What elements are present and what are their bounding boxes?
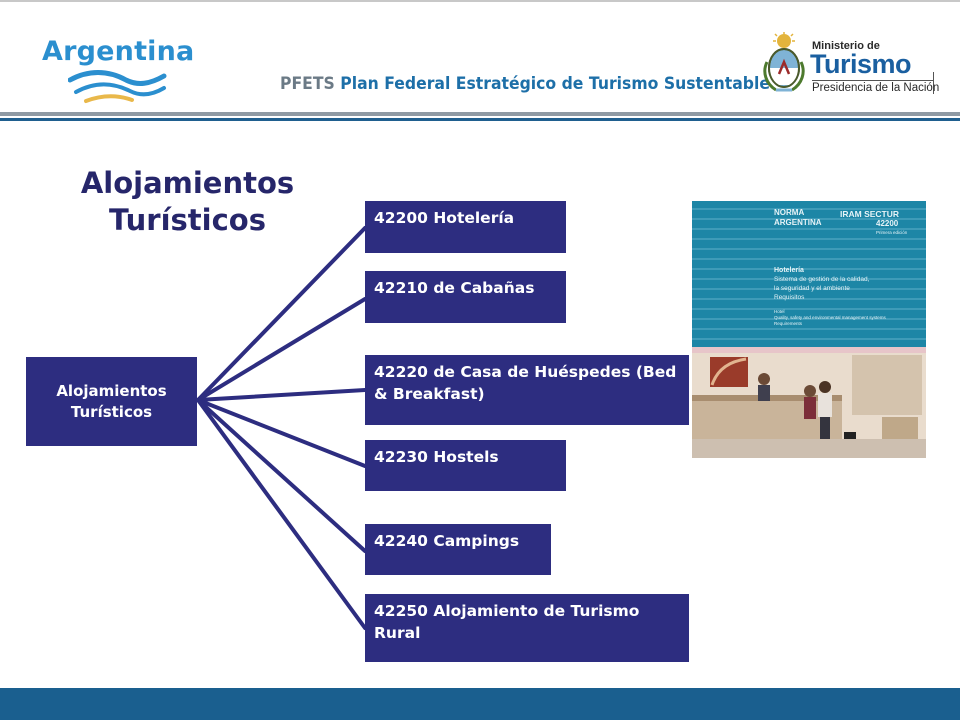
cover-en2: Quality, safety and environmental manage… bbox=[774, 315, 886, 320]
child-node-campings: 42240 Campings bbox=[365, 524, 551, 575]
slide-title-line2: Turísticos bbox=[109, 203, 266, 237]
cover-en1: Hotel bbox=[774, 309, 785, 314]
cover-edition: Primera edición bbox=[876, 230, 908, 235]
cover-sub3: Requisitos bbox=[774, 294, 805, 301]
child-node-bed-breakfast: 42220 de Casa de Huéspedes (Bed & Breakf… bbox=[365, 355, 689, 425]
program-name: Plan Federal Estratégico de Turismo Sust… bbox=[340, 74, 770, 94]
header-divider-blue bbox=[0, 118, 960, 121]
header-divider-gray bbox=[0, 112, 960, 116]
ministry-vertical-rule bbox=[933, 72, 934, 94]
coat-of-arms-icon bbox=[763, 32, 805, 92]
top-rule bbox=[0, 0, 960, 2]
child-node-turismo-rural: 42250 Alojamiento de Turismo Rural bbox=[365, 594, 689, 662]
cover-top: NORMA ARGENTINA IRAM SECTUR 42200 Primer… bbox=[692, 201, 926, 347]
cover-en3: Requirements bbox=[774, 321, 803, 326]
connector-line bbox=[196, 398, 367, 553]
slide-title-line1: Alojamientos bbox=[80, 166, 295, 200]
connector-line bbox=[196, 226, 367, 402]
argentina-wordmark: Argentina bbox=[42, 36, 195, 67]
cover-rules bbox=[692, 208, 926, 340]
norma-cover-image: NORMA ARGENTINA IRAM SECTUR 42200 Primer… bbox=[692, 201, 926, 458]
root-node-line2: Turísticos bbox=[70, 402, 153, 421]
cover-heading: Hotelería bbox=[774, 267, 804, 274]
connector-line bbox=[196, 297, 367, 402]
program-acronym: PFETS bbox=[280, 74, 335, 94]
waves-icon bbox=[68, 70, 167, 103]
cover-sub2: la seguridad y el ambiente bbox=[774, 285, 850, 292]
hotel-reception-photo bbox=[692, 347, 926, 458]
connector-line bbox=[196, 398, 367, 630]
child-node-hoteleria: 42200 Hotelería bbox=[365, 201, 566, 253]
ministry-subtitle: Presidencia de la Nación bbox=[812, 82, 940, 94]
child-node-hostels: 42230 Hostels bbox=[365, 440, 566, 491]
connector-line bbox=[196, 388, 367, 402]
root-node: Alojamientos Turísticos bbox=[26, 357, 197, 446]
cover-iram: IRAM SECTUR bbox=[840, 209, 900, 219]
connector-line bbox=[196, 398, 367, 468]
footer-bar bbox=[0, 688, 960, 720]
ministry-logo: Ministerio de Turismo Presidencia de la … bbox=[762, 32, 940, 96]
root-node-line1: Alojamientos bbox=[56, 381, 167, 400]
cover-norma: NORMA bbox=[774, 208, 805, 217]
cover-argentina: ARGENTINA bbox=[774, 218, 822, 227]
cover-sub1: Sistema de gestión de la calidad, bbox=[774, 276, 870, 283]
argentina-logo: Argentina bbox=[38, 36, 194, 106]
child-node-cabanas: 42210 de Cabañas bbox=[365, 271, 566, 323]
ministry-name: Turismo bbox=[810, 49, 912, 79]
cover-number: 42200 bbox=[876, 219, 899, 228]
ministry-label: Ministerio de bbox=[812, 40, 880, 52]
slide-title: Alojamientos Turísticos bbox=[40, 165, 335, 239]
ministry-rule bbox=[812, 80, 934, 81]
